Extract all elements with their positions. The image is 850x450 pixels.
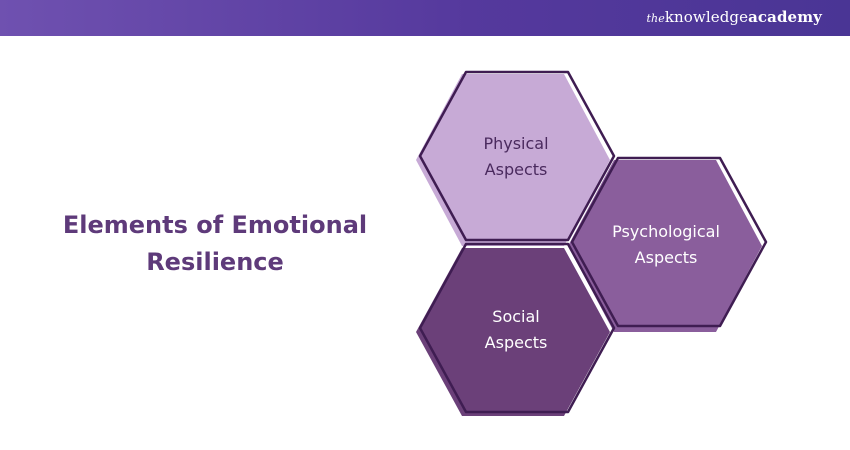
page-title: Elements of Emotional Resilience [40, 207, 390, 281]
hexagon-psychological-label-line-2: Aspects [635, 248, 698, 267]
hexagon-physical-label-line-2: Aspects [485, 160, 548, 179]
hexagon-social-label-line-1: Social [492, 307, 539, 326]
brand-logo-knowledge: knowledge [664, 8, 749, 26]
brand-logo[interactable]: theknowledgeacademy [646, 8, 822, 26]
hexagon-psychological: Psychological Aspects [568, 156, 768, 332]
header-bar: theknowledgeacademy [0, 0, 850, 36]
hexagon-psychological-outline [570, 156, 768, 328]
hexagon-physical-shadow [416, 74, 610, 246]
hexagon-social-shadow [416, 248, 610, 416]
hexagon-psychological-label-line-1: Psychological [612, 222, 720, 241]
hexagon-physical-label-line-1: Physical [483, 134, 548, 153]
brand-logo-academy: academy [748, 8, 822, 26]
page-title-line-1: Elements of Emotional [62, 211, 368, 239]
hexagon-social-label-line-2: Aspects [485, 333, 548, 352]
page-title-line-2: Resilience [146, 248, 284, 276]
hexagon-psychological-shadow [568, 160, 762, 332]
brand-logo-the: the [646, 12, 665, 25]
hexagon-physical: Physical Aspects [416, 70, 616, 246]
hexagon-social-outline [418, 242, 616, 414]
hexagon-physical-outline [418, 70, 616, 242]
hexagon-social: Social Aspects [416, 242, 616, 416]
